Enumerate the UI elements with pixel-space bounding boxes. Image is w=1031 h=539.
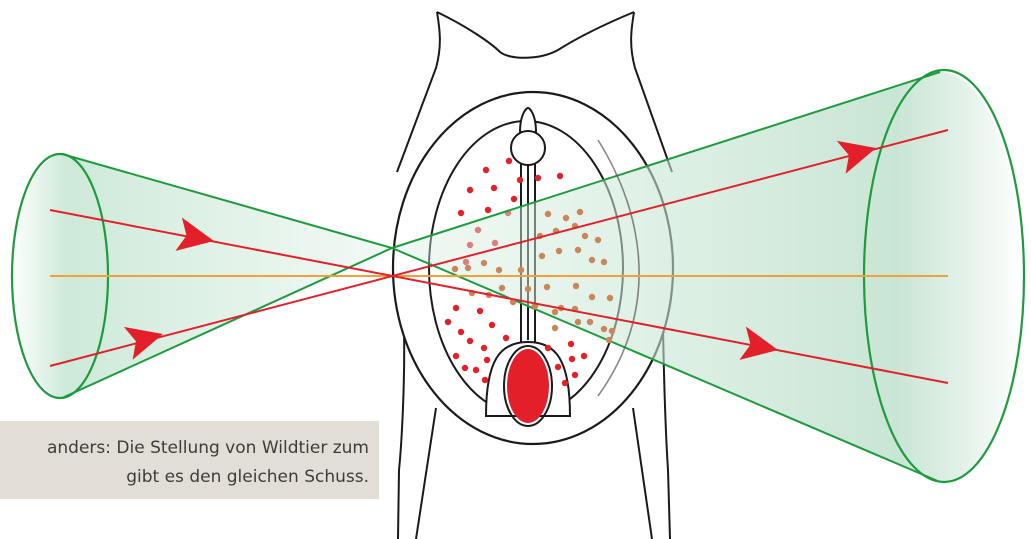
shot-dot <box>465 265 471 271</box>
shot-dot <box>577 209 583 215</box>
shot-dot <box>606 337 612 343</box>
shot-dot <box>535 175 541 181</box>
shot-dot <box>575 247 581 253</box>
shot-dot <box>569 356 575 362</box>
shot-dot <box>568 341 574 347</box>
caption-box: anders: Die Stellung von Wildtier zum gi… <box>0 421 379 499</box>
shot-dot <box>545 345 551 351</box>
shot-dot <box>609 328 615 334</box>
shot-dot <box>483 167 489 173</box>
shot-dot <box>563 215 569 221</box>
shot-dot <box>445 319 451 325</box>
shot-dot <box>491 185 497 191</box>
shot-dot <box>545 211 551 217</box>
shot-dot <box>489 322 495 328</box>
shot-dot <box>453 353 459 359</box>
shot-dot <box>467 338 473 344</box>
shot-dot <box>485 207 491 213</box>
shot-dot <box>601 259 607 265</box>
shot-dot <box>539 253 545 259</box>
shot-dot <box>496 267 502 273</box>
shot-dot <box>484 357 490 363</box>
caption-line-2: gibt es den gleichen Schuss. <box>0 463 369 492</box>
shot-dot <box>458 210 464 216</box>
shot-dot <box>481 260 487 266</box>
shot-dot <box>506 158 512 164</box>
shot-dot <box>575 319 581 325</box>
shot-dot <box>458 329 464 335</box>
shot-dot <box>589 257 595 263</box>
shot-dot <box>462 365 468 371</box>
shot-dot <box>589 294 595 300</box>
shot-dot <box>482 377 488 383</box>
shot-dot <box>503 335 509 341</box>
shot-dot <box>473 367 479 373</box>
shot-dot <box>499 285 505 291</box>
shot-dot <box>511 196 517 202</box>
shot-dot <box>557 173 563 179</box>
shot-dot <box>555 364 561 370</box>
shot-dot <box>562 380 568 386</box>
shot-dot <box>481 345 487 351</box>
shot-dot <box>572 372 578 378</box>
shot-dot <box>453 305 459 311</box>
shot-dot <box>587 319 593 325</box>
shot-dot <box>544 284 550 290</box>
shot-dot <box>452 266 458 272</box>
shot-dot <box>517 177 523 183</box>
caption-line-1: anders: Die Stellung von Wildtier zum <box>0 434 369 463</box>
shot-dot <box>477 308 483 314</box>
shot-dot <box>595 237 601 243</box>
shot-dot <box>518 267 524 273</box>
shot-dot <box>573 283 579 289</box>
shot-dot <box>581 353 587 359</box>
shot-dot <box>467 187 473 193</box>
shot-dot <box>525 286 531 292</box>
shot-dot <box>601 326 607 332</box>
shot-dot <box>607 295 613 301</box>
shot-dot <box>582 233 588 239</box>
heart-shape <box>486 342 570 426</box>
shot-dot <box>556 248 562 254</box>
shot-dot <box>552 309 558 315</box>
shot-dot <box>552 325 558 331</box>
